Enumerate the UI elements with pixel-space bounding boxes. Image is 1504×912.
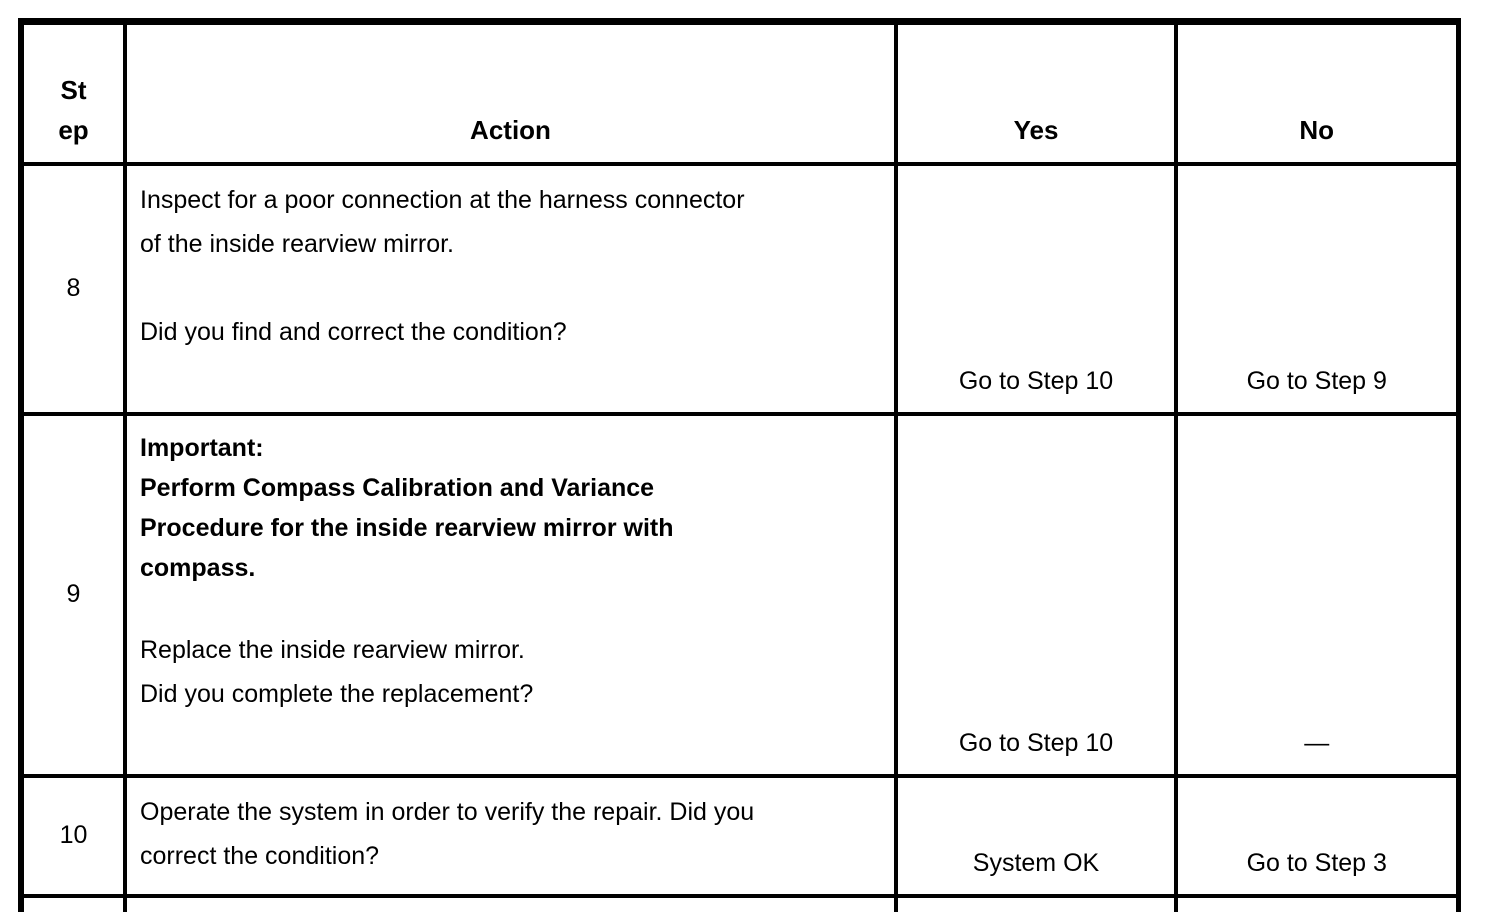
- step-number: 10: [19, 773, 127, 898]
- action-important-text: Important: Perform Compass Calibration a…: [140, 433, 674, 582]
- no-cell: —: [1174, 411, 1460, 778]
- action-text: Operate the system in order to verify th…: [140, 797, 755, 870]
- yes-cell-empty: [894, 893, 1178, 912]
- no-cell: Go to Step 3: [1174, 773, 1460, 898]
- no-cell: Go to Step 9: [1174, 161, 1460, 416]
- column-header-yes: Yes: [894, 19, 1178, 166]
- action-question: Did you find and correct the condition?: [140, 317, 567, 346]
- yes-cell: Go to Step 10: [894, 411, 1178, 778]
- action-cell-empty: [123, 893, 898, 912]
- column-header-action: Action: [123, 19, 898, 166]
- action-question: Replace the inside rearview mirror. Did …: [140, 635, 534, 708]
- action-cell: Operate the system in order to verify th…: [123, 773, 898, 898]
- step-number: 8: [19, 161, 127, 416]
- yes-cell: System OK: [894, 773, 1178, 898]
- table-row-step-8: 8 Inspect for a poor connection at the h…: [19, 161, 1460, 416]
- no-cell-empty: [1174, 893, 1460, 912]
- diagnostic-step-table: St ep Action Yes No 8 Inspect for a poor…: [18, 18, 1461, 912]
- action-cell: Inspect for a poor connection at the har…: [123, 161, 898, 416]
- yes-cell: Go to Step 10: [894, 161, 1178, 416]
- action-cell: Important: Perform Compass Calibration a…: [123, 411, 898, 778]
- column-header-step: St ep: [19, 19, 127, 166]
- step-cell-empty: [19, 893, 127, 912]
- table-row-partial: [19, 893, 1460, 912]
- step-number: 9: [19, 411, 127, 778]
- table-row-step-10: 10 Operate the system in order to verify…: [19, 773, 1460, 898]
- action-text: Inspect for a poor connection at the har…: [140, 185, 745, 258]
- table-header-row: St ep Action Yes No: [19, 19, 1460, 166]
- table-row-step-9: 9 Important: Perform Compass Calibration…: [19, 411, 1460, 778]
- column-header-no: No: [1174, 19, 1460, 166]
